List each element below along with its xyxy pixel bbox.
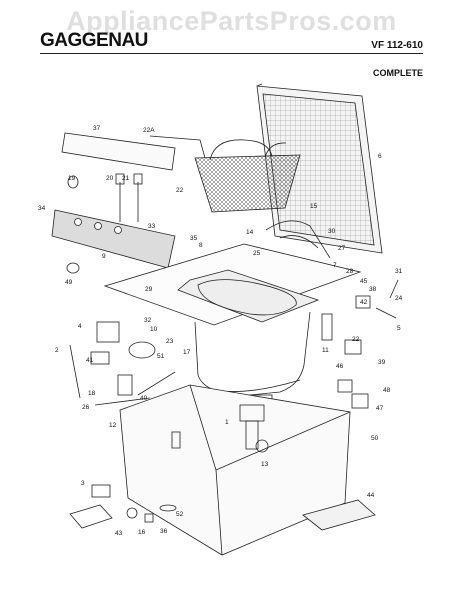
- callout-8: 8: [199, 242, 203, 249]
- small-parts: [66, 173, 399, 529]
- fry-basket[interactable]: [149, 135, 301, 213]
- drain-valve[interactable]: [239, 404, 269, 453]
- callout-47: 47: [376, 405, 384, 412]
- callout-37: 37: [93, 125, 101, 132]
- callout-24: 24: [395, 295, 403, 302]
- view-title: COMPLETE: [372, 68, 423, 78]
- lid-panel[interactable]: [256, 83, 383, 254]
- brand-logo: GAGGENAU: [40, 30, 148, 51]
- callout-36: 36: [160, 528, 168, 535]
- callout-16: 16: [138, 529, 146, 536]
- callout-22: 22: [176, 187, 184, 194]
- callout-12: 12: [109, 422, 117, 429]
- callout-23: 23: [166, 338, 174, 345]
- callout-13: 13: [261, 461, 269, 468]
- watermark: AppliancePartsPros.com: [66, 6, 397, 36]
- callout-28: 28: [346, 268, 354, 275]
- callout-20: 20: [106, 175, 114, 182]
- callout-46: 46: [336, 363, 344, 370]
- callout-3: 3: [81, 480, 85, 487]
- callout-31: 31: [395, 268, 403, 275]
- callout-1: 1: [225, 419, 229, 426]
- callout-18: 18: [88, 390, 96, 397]
- callout-50: 50: [371, 435, 379, 442]
- callout-22a: 22A: [143, 127, 155, 134]
- callout-42: 42: [360, 299, 368, 306]
- callout-17: 17: [183, 349, 191, 356]
- callout-34: 34: [38, 205, 46, 212]
- callout-15: 15: [310, 203, 318, 210]
- callout-6: 6: [378, 153, 382, 160]
- rear-bracket[interactable]: [61, 132, 176, 171]
- callout-26: 26: [82, 404, 90, 411]
- callout-9: 9: [102, 253, 106, 260]
- drip-tray[interactable]: [302, 499, 376, 531]
- callout-33: 33: [148, 223, 156, 230]
- callout-21: 21: [122, 175, 130, 182]
- callout-39: 39: [378, 359, 386, 366]
- callout-30: 30: [328, 228, 336, 235]
- callout-10: 10: [150, 326, 158, 333]
- callout-41: 41: [86, 357, 94, 364]
- callout-38: 38: [369, 286, 377, 293]
- callout-22b: 22: [352, 336, 360, 343]
- housing[interactable]: [119, 384, 351, 556]
- callout-45: 45: [360, 278, 368, 285]
- callout-19: 19: [68, 175, 76, 182]
- callout-4: 4: [78, 323, 82, 330]
- callout-48: 48: [383, 387, 391, 394]
- header-rule: [40, 53, 423, 54]
- callout-27: 27: [338, 245, 346, 252]
- callout-7: 7: [333, 262, 337, 269]
- callout-11: 11: [322, 347, 329, 354]
- callout-25: 25: [253, 250, 261, 257]
- callout-labels: 37 22A 6 19 20 21 22 34 33 15 30 14 35 8…: [38, 125, 403, 537]
- callout-32: 32: [144, 317, 152, 324]
- callout-40: 40: [140, 395, 148, 402]
- callout-43: 43: [115, 530, 123, 537]
- callout-52: 52: [176, 511, 184, 518]
- model-number: VF 112-610: [371, 40, 423, 51]
- callout-44: 44: [367, 492, 375, 499]
- top-plate[interactable]: [103, 243, 362, 326]
- callout-35: 35: [190, 235, 198, 242]
- callout-29: 29: [145, 286, 153, 293]
- callout-49: 49: [65, 279, 73, 286]
- callout-2: 2: [55, 347, 59, 354]
- callout-51: 51: [157, 353, 165, 360]
- callout-5: 5: [397, 325, 401, 332]
- control-panel[interactable]: [51, 209, 176, 269]
- callout-14: 14: [246, 229, 254, 236]
